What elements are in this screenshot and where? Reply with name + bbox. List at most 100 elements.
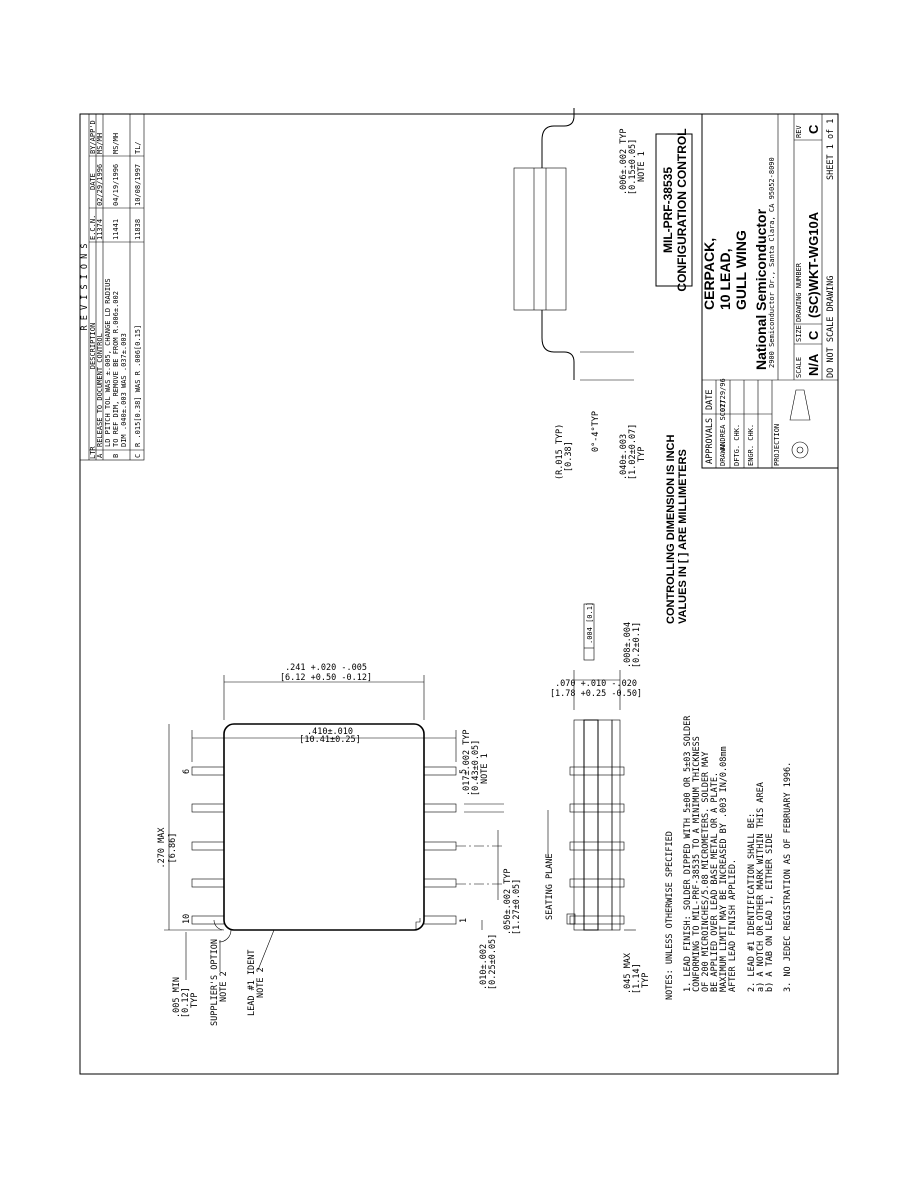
lead-2 (423, 878, 457, 888)
rev-label: REV (795, 125, 803, 138)
lead-1 (423, 915, 457, 925)
rev-header-ecn: E.C.N. (89, 215, 97, 240)
lead1-ident-label: LEAD #1 IDENT (247, 949, 257, 1016)
dim-overall-width: .410±.010 (307, 727, 353, 737)
suppliers-option-label: SUPPLIER'S OPTION (210, 939, 220, 1026)
drawing-number: (SC)WKT-WG10A (806, 211, 821, 318)
size-value: C (806, 330, 821, 340)
rev-a-date: 02/29/1996 (96, 164, 104, 206)
side-view: .070 +.010 -.020 [1.78 +0.25 -0.50] .008… (550, 602, 651, 994)
rev-header-description: DESCRIPTION (89, 323, 97, 369)
sheet-number: SHEET 1 of 1 (826, 119, 836, 180)
dim-corner-min-mm: [0.12] (181, 987, 191, 1018)
dim-lead-len-typ: TYP (641, 973, 651, 988)
dim-lead-len-max: .045 MAX (623, 952, 633, 994)
rev-b-desc-2: TO REF DIM, REMOVE BE FROM R.006±.002 (112, 291, 120, 447)
dim-notch-mm: [0.25±0.05] (488, 934, 498, 990)
do-not-scale: DO NOT SCALE DRAWING (826, 276, 836, 378)
dim-height: .070 +.010 -.020 (555, 679, 637, 689)
rev-a-ecn: 11374 (96, 219, 104, 240)
size-label: SIZE (795, 325, 803, 342)
lead-10 (191, 915, 225, 925)
revisions-table: R E V I S I O N S LTR DESCRIPTION E.C.N.… (79, 113, 145, 461)
note-1-line-6: AFTER LEAD FINISH APPLIED. (728, 859, 738, 992)
rev-b-desc-1: LD PITCH TOL WAS ±.005, CHANGE LD RADIUS (104, 278, 112, 447)
rev-b-desc-3: DIM .040±.003 WAS .037±.003 (120, 333, 128, 447)
note-1-line-5: MAXIMUM LIMIT MAY BE INCREASED BY .003 I… (719, 746, 729, 992)
lead-5 (423, 766, 457, 776)
rev-a-ltr: A (96, 453, 104, 458)
rev-c-ecn: 11838 (134, 219, 142, 240)
rev-b-by: MS/MH (112, 133, 120, 154)
lead-6 (191, 766, 225, 776)
dim-body-width-mm: [6.12 +0.50 -0.12] (280, 673, 372, 683)
dim-lead-width-mm: [0.43±0.05] (471, 740, 481, 796)
dim-standoff-mm: [0.2±0.1] (632, 622, 642, 668)
dim-lead-pitch-mm: [1.27±0.05] (512, 879, 522, 935)
dim-notch: .010±.002 (479, 944, 489, 990)
pin-label-10: 10 (182, 914, 192, 924)
pin-label-6: 6 (182, 769, 192, 774)
lead1-ident-note: NOTE 2 (256, 967, 266, 998)
lead1-notch (415, 918, 421, 930)
dim-lead-thickness-mm: [0.15±0.05] (628, 139, 638, 195)
company-address: 2900 Semiconductor Dr., Santa Clara, CA … (768, 157, 776, 368)
flatness-value: .004 [0.1] (586, 602, 594, 644)
dim-lead-thickness-note: NOTE 1 (637, 151, 647, 182)
approvals-label: APPROVALS (705, 418, 715, 464)
drawn-label: DRAWN (719, 445, 727, 466)
projection-label: PROJECTION (773, 424, 781, 466)
lead-4 (423, 803, 457, 813)
dim-lead-thickness: .006±.002 TYP (619, 128, 629, 195)
dim-body-length-mm: [6.86] (168, 833, 178, 864)
title-block: APPROVALS DATE DRAWN ANDREA SCOTT 02/29/… (701, 113, 839, 469)
title-line-3: GULL WING (733, 230, 749, 310)
note-1-line-1: 1. LEAD FINISH: SOLDER DIPPED WITH 5±00 … (683, 715, 693, 992)
controlling-dimension-1: CONTROLLING DIMENSION IS INCH (665, 435, 677, 625)
dim-angle: 0°-4°TYP (591, 411, 601, 452)
suppliers-option-note: NOTE 2 (219, 971, 229, 1002)
rev-header-by: BY/APP'D (89, 120, 97, 154)
rev-c-date: 10/08/1997 (134, 164, 142, 206)
top-view: 10 6 1 5 .410±.010 [10.41±0.25] .241 +.0… (157, 663, 555, 1026)
rev-c-by: TL/ (134, 141, 142, 154)
note-1-line-3: OF 200 MICROINCHES/5.08 MICROMETERS. SOL… (701, 751, 711, 992)
pin-label-5: 5 (459, 769, 469, 774)
title-line-2: 10 LEAD, (717, 249, 733, 310)
dim-lead-pitch: .050±.002 TYP (503, 868, 513, 935)
drawn-date: 02/29/96 (719, 378, 727, 412)
rev-c-desc: R .015[0.38] WAS R .006[0.15] (134, 325, 142, 447)
rev-value: C (806, 124, 821, 134)
dim-corner-typ: TYP (190, 993, 200, 1008)
dim-radius: (R.015 TYP) (555, 424, 565, 480)
dftg-chk-label: DFTG. CHK. (733, 424, 741, 466)
side-body (583, 719, 599, 931)
dim-lead-len-max-mm: [1.14] (632, 963, 642, 994)
drawn-name: ANDREA SCOTT (719, 399, 727, 450)
rotated-drawing: R E V I S I O N S LTR DESCRIPTION E.C.N.… (74, 100, 844, 1080)
rev-b-ltr: B (112, 454, 120, 458)
rev-a-by: MS/MH (96, 133, 104, 154)
dim-lead-width-note: NOTE 1 (480, 753, 490, 784)
rev-header-ltr: LTR (89, 446, 97, 459)
rev-c-ltr: C (134, 454, 142, 458)
config-control-box: MIL-PRF-38535 CONFIGURATION CONTROL (655, 128, 693, 292)
drawing-border (79, 113, 839, 1075)
dim-corner-min: .005 MIN (172, 977, 182, 1018)
rev-a-desc: RELEASE TO DOCUMENT CONTROL (96, 333, 104, 447)
note-2-line-2: a) A NOTCH OR OTHER MARK WITHIN THIS ARE… (756, 782, 766, 992)
scale-value: N/A (806, 353, 821, 376)
date-label: DATE (705, 390, 715, 410)
company-name: National Semiconductor (753, 208, 769, 370)
drawing-number-label: DRAWING NUMBER (795, 262, 803, 322)
note-1-line-2: CONFORMING TO MIL-PRF-38535 TO A MINIMUM… (692, 736, 702, 992)
drawing-canvas: R E V I S I O N S LTR DESCRIPTION E.C.N.… (79, 100, 839, 1075)
package-body (223, 723, 425, 931)
notes-heading: NOTES: UNLESS OTHERWISE SPECIFIED (665, 831, 675, 1000)
note-2-line-1: 2. LEAD #1 IDENTIFICATION SHALL BE: (747, 813, 757, 992)
lead-9 (191, 878, 225, 888)
title-line-1: CERPACK, (701, 238, 717, 310)
dim-body-length: .270 MAX (157, 827, 167, 869)
dim-standoff: .008±.004 (623, 622, 633, 668)
